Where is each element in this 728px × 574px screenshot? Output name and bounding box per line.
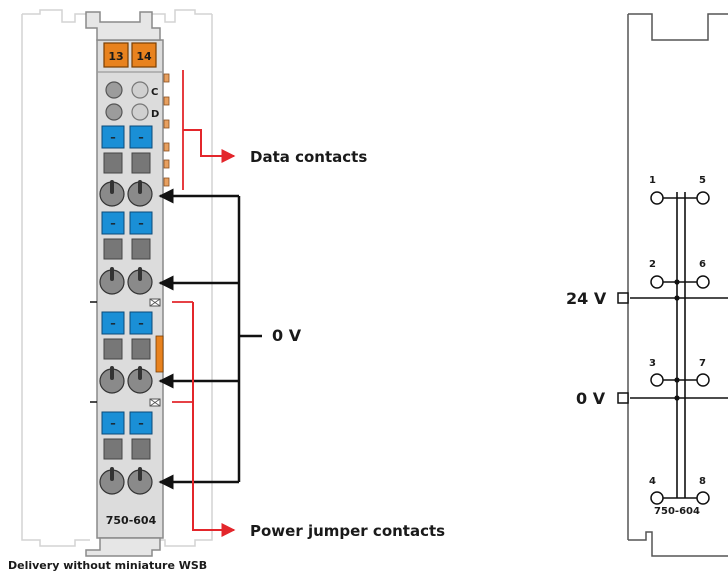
- terminal-number-8: 8: [699, 476, 706, 487]
- module-header-labels: 13 14: [103, 42, 157, 68]
- rail-0v-label: 0 V: [576, 389, 606, 408]
- contact-mark-1a: –: [110, 131, 116, 144]
- schematic-model-label: 750-604: [654, 506, 700, 517]
- data-contacts-callout: Data contacts: [182, 70, 367, 190]
- power-jumper-label: Power jumper contacts: [250, 522, 445, 540]
- header-label-14: 14: [136, 50, 152, 63]
- module-model-label: 750-604: [106, 514, 157, 527]
- schematic-terminals: [650, 191, 710, 505]
- terminal-number-1: 1: [649, 175, 656, 186]
- contact-mark-2b: –: [138, 217, 144, 230]
- terminal-number-2: 2: [649, 259, 656, 270]
- contact-group-2: – –: [99, 211, 153, 295]
- rail-connectors: [617, 292, 629, 404]
- zero-v-wiring: [158, 188, 262, 490]
- terminal-number-3: 3: [649, 358, 656, 369]
- terminal-number-6: 6: [699, 259, 706, 270]
- contact-group-1: – –: [99, 125, 153, 207]
- led-letter-c: C: [151, 87, 158, 98]
- terminal-number-7: 7: [699, 358, 706, 369]
- delivery-note: Delivery without miniature WSB: [8, 559, 207, 572]
- zero-v-label: 0 V: [272, 326, 302, 345]
- data-contacts-label: Data contacts: [250, 148, 367, 166]
- header-label-13: 13: [108, 50, 123, 63]
- terminal-numbers: 1 5 2 6 3 7 4 8: [649, 175, 706, 487]
- data-contact-pins: [163, 73, 170, 187]
- schematic-wires: [630, 192, 728, 499]
- led-windows: C D: [105, 81, 159, 121]
- module-outline-ghost: [21, 9, 213, 547]
- contact-mark-3b: –: [138, 317, 144, 330]
- contact-group-3: – –: [99, 311, 164, 394]
- contact-mark-1b: –: [138, 131, 144, 144]
- contact-mark-3a: –: [110, 317, 116, 330]
- contact-mark-4b: –: [138, 417, 144, 430]
- power-jumper-callout: [172, 301, 236, 537]
- terminal-number-5: 5: [699, 175, 706, 186]
- led-letter-d: D: [151, 109, 159, 120]
- contact-mark-4a: –: [110, 417, 116, 430]
- schematic-junctions: [674, 279, 680, 401]
- jumper-marks: [90, 298, 161, 407]
- terminal-number-4: 4: [649, 476, 656, 487]
- contact-mark-2a: –: [110, 217, 116, 230]
- contact-group-4: – –: [99, 411, 153, 495]
- schematic-frame: [627, 13, 728, 557]
- rail-24v-label: 24 V: [566, 289, 607, 308]
